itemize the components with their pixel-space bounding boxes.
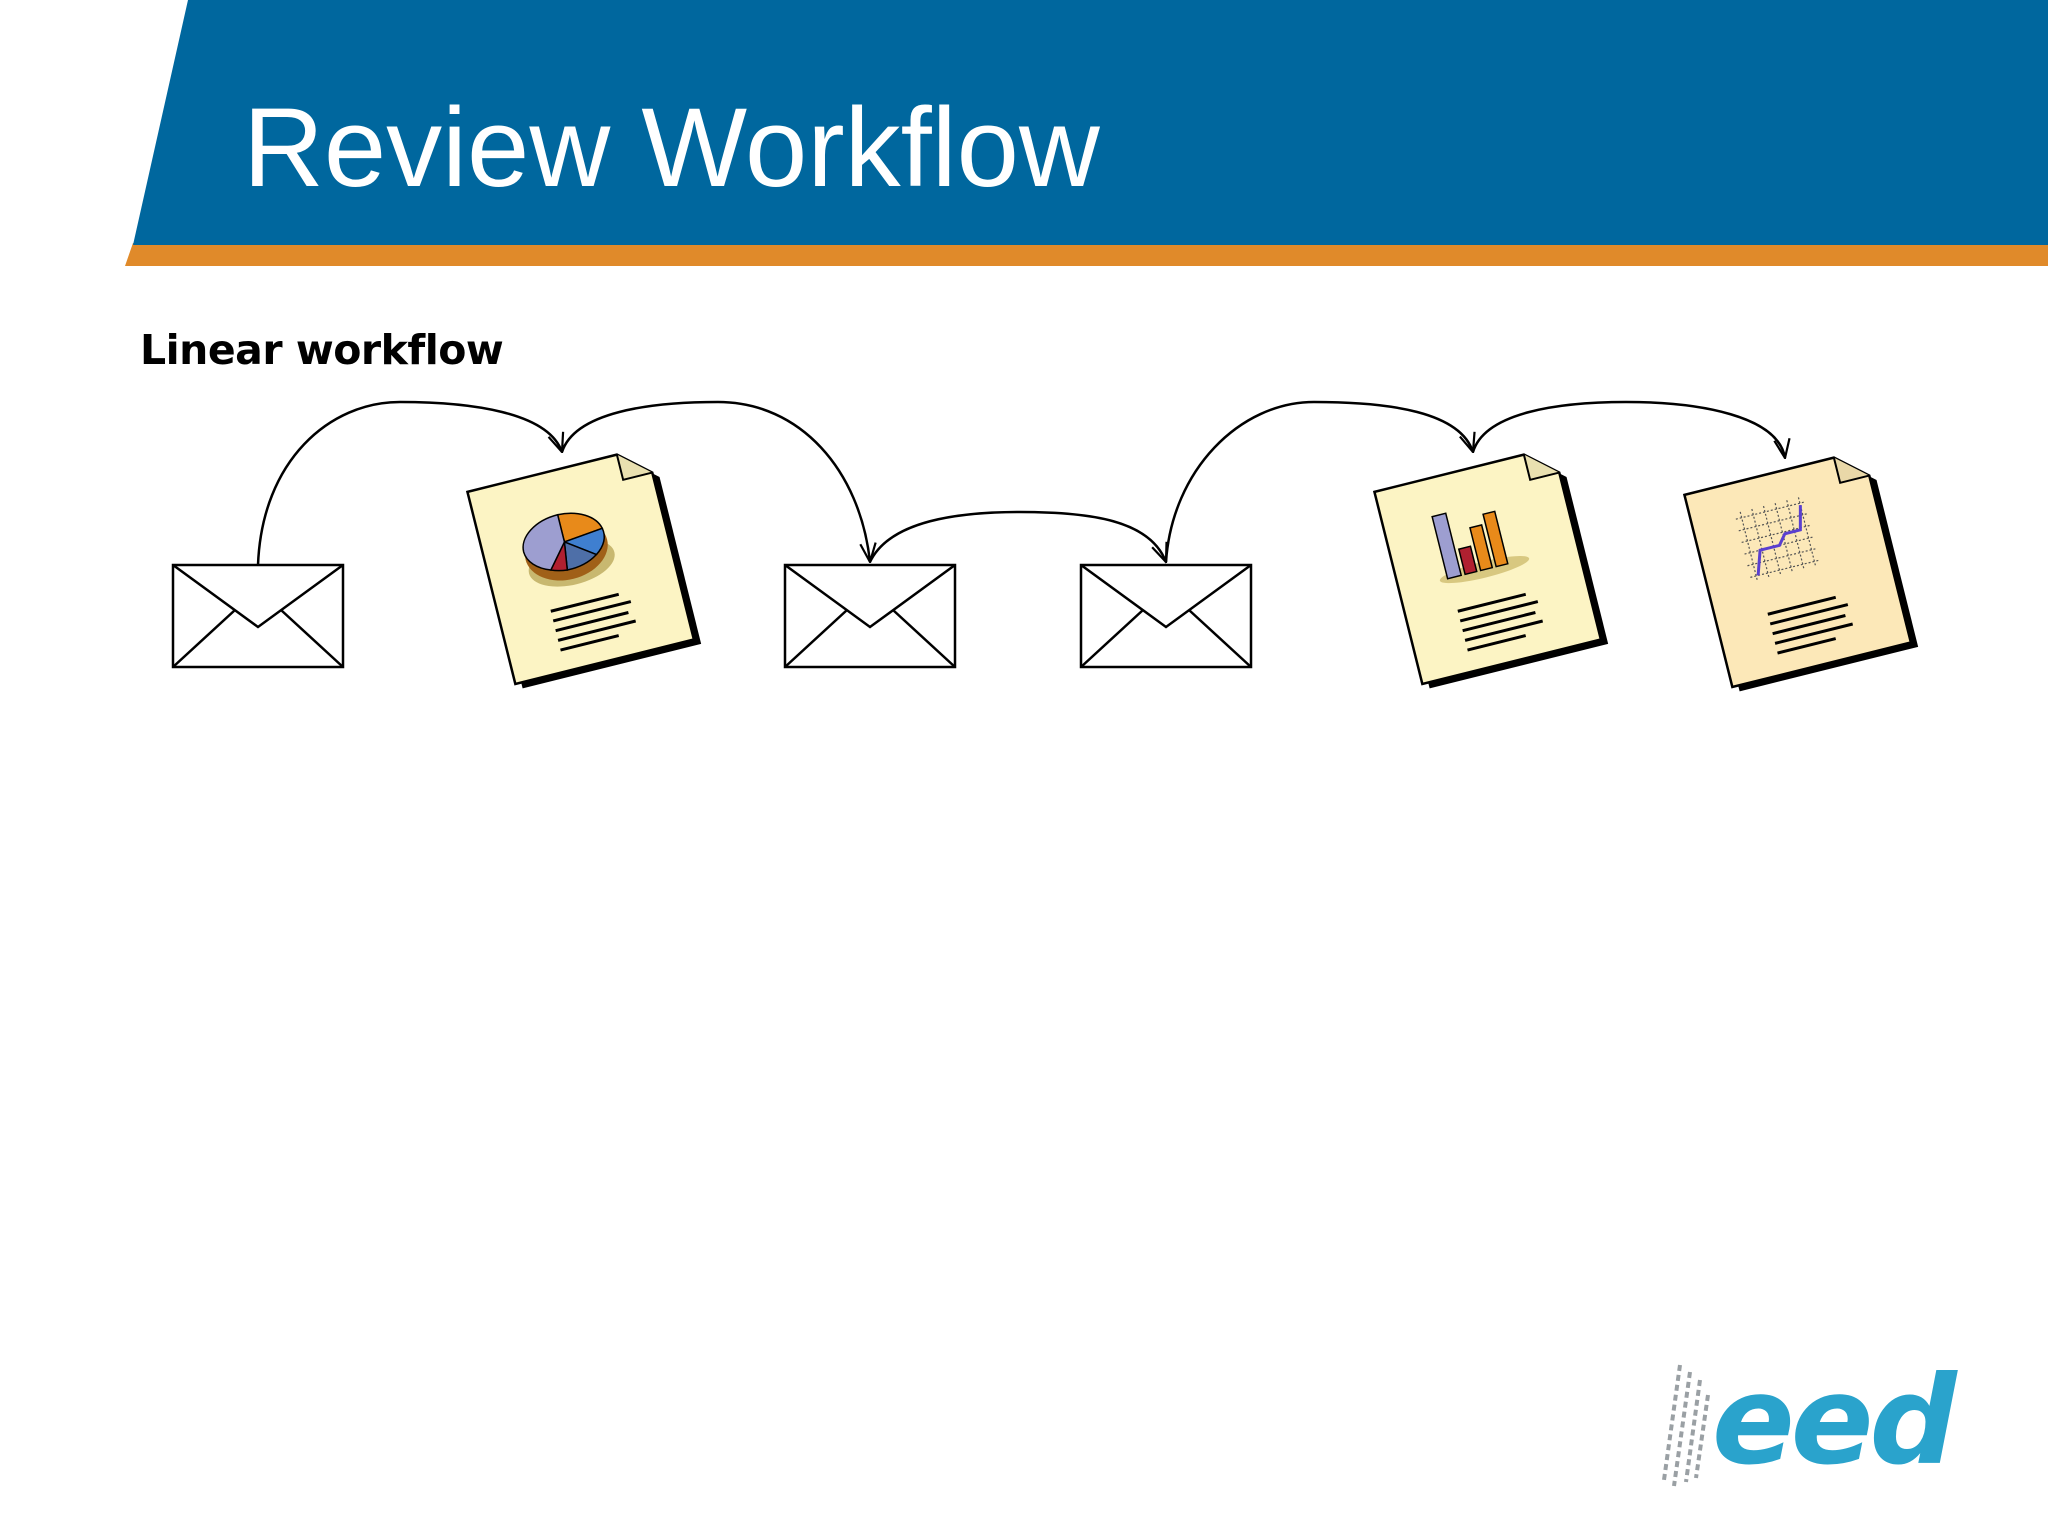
logo-text: eed [1712, 1350, 1957, 1492]
section-heading: Linear workflow [140, 326, 504, 374]
workflow-arrow-1 [256, 400, 562, 566]
workflow-arrow-3 [868, 510, 1166, 562]
envelope-icon [171, 563, 345, 669]
pie-chart-document-icon [465, 453, 702, 689]
workflow-connectors [256, 400, 1785, 566]
header-blue-band [133, 0, 2048, 245]
workflow-arrow-2 [560, 400, 870, 562]
line-chart-document-icon [1682, 456, 1919, 692]
logo-bars-icon [1662, 1364, 1710, 1487]
header-stripe [125, 243, 2048, 266]
bar-chart-document-icon [1372, 453, 1609, 689]
slide-header-band [125, 0, 2048, 266]
envelope-icon [1079, 563, 1253, 669]
workflow-arrow-5 [1471, 400, 1785, 458]
envelope-icon [783, 563, 957, 669]
eed-logo-icon: eed [1650, 1350, 1980, 1500]
slide-title: Review Workflow [243, 85, 1100, 210]
workflow-arrow-4 [1164, 400, 1473, 563]
